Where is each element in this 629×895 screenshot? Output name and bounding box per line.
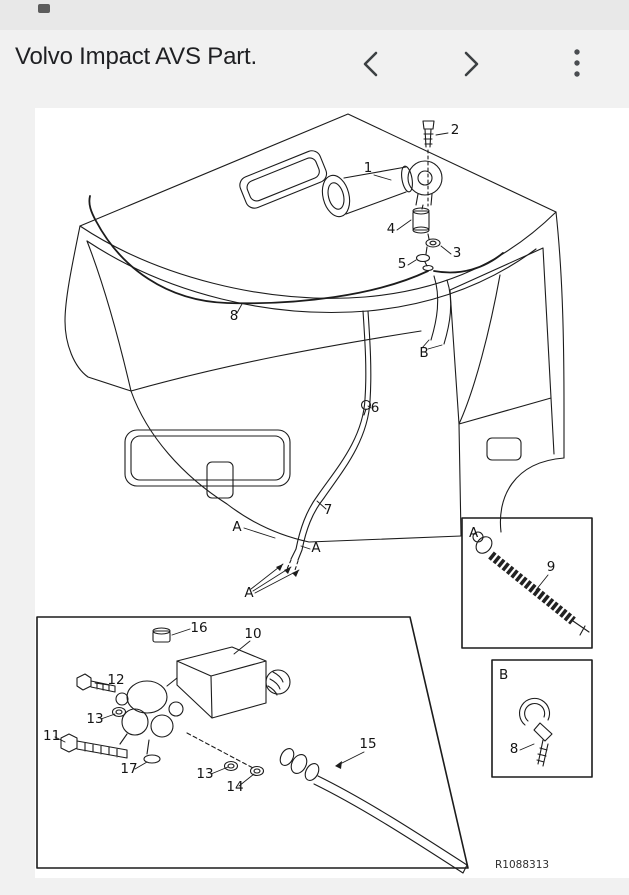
inset-b: [491, 659, 593, 778]
valve-inset: [36, 616, 469, 874]
clip-part-6: [360, 399, 372, 411]
part-label-18: 13: [196, 766, 213, 782]
cab-outline: [64, 113, 565, 543]
app-header: Volvo Impact AVS Part.: [0, 30, 629, 98]
nut-part-13b: [223, 760, 239, 772]
part-label-9: A: [232, 519, 242, 535]
inset-a-label: A: [469, 525, 479, 541]
nut-part-3: [425, 238, 441, 248]
part-label-4: 5: [398, 256, 407, 272]
hose-part-15: [279, 748, 468, 874]
part-label-7: 6: [371, 400, 380, 416]
part-label-0: 2: [451, 122, 460, 138]
clip-part-8: [518, 697, 553, 767]
part-label-21: 9: [547, 559, 556, 575]
status-bar-glyph: [38, 4, 50, 13]
nut-part-13a: [111, 706, 127, 718]
kebab-menu-icon: [572, 47, 582, 81]
part-label-13: 10: [244, 626, 261, 642]
next-page-button[interactable]: [448, 42, 492, 86]
nut-part-14: [249, 765, 265, 777]
screw-part-2: [422, 120, 435, 130]
part-label-15: 13: [86, 711, 103, 727]
leader-lines: [54, 132, 549, 787]
part-label-8: 7: [324, 502, 333, 518]
part-label-20: 15: [359, 736, 376, 752]
ref-number: R1088313: [495, 859, 549, 871]
part-labels: 2 1 4 3 5 8 B 6 7 A A A 16 10 12 13 11 1…: [43, 122, 555, 871]
bolt-part-11: [60, 733, 78, 753]
part-label-11: A: [244, 585, 254, 601]
oring-part-17: [143, 754, 161, 764]
part-label-5: 8: [230, 308, 239, 324]
part-label-19: 14: [226, 779, 243, 795]
parts-diagram[interactable]: 2 1 4 3 5 8 B 6 7 A A A 16 10 12 13 11 1…: [35, 108, 629, 878]
bolt-part-12: [76, 673, 92, 691]
chevron-left-icon: [358, 50, 386, 78]
solenoid-part-10: [176, 646, 267, 719]
valve-part-4: [412, 210, 430, 231]
status-bar: [0, 0, 629, 30]
horn-assembly: [321, 120, 443, 272]
part-label-6: B: [419, 345, 428, 361]
part-label-24: 8: [510, 741, 519, 757]
part-label-16: 11: [43, 728, 60, 744]
overflow-menu-button[interactable]: [558, 42, 596, 86]
chevron-right-icon: [456, 50, 484, 78]
inset-a: [461, 517, 593, 649]
part-label-2: 4: [387, 221, 396, 237]
coil-hose-part-9: [472, 531, 590, 636]
previous-page-button[interactable]: [350, 42, 394, 86]
part-label-10: A: [311, 540, 321, 556]
page-title: Volvo Impact AVS Part.: [15, 43, 257, 70]
tube-routing: [88, 195, 504, 571]
part-label-14: 12: [107, 672, 124, 688]
part-label-3: 3: [453, 245, 462, 261]
part-label-17: 17: [120, 761, 137, 777]
inset-b-label: B: [499, 667, 508, 683]
cap-part-16: [152, 630, 171, 643]
washer-part-5: [415, 253, 431, 263]
parts-diagram-canvas: 2 1 4 3 5 8 B 6 7 A A A 16 10 12 13 11 1…: [36, 113, 593, 874]
part-label-12: 16: [190, 620, 207, 636]
part-label-1: 1: [364, 160, 373, 176]
